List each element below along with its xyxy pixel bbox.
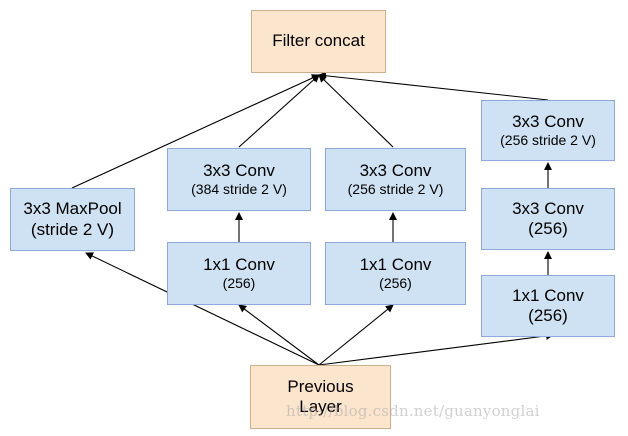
branch2-conv3x3-label: 3x3 Conv	[359, 160, 432, 180]
previous-layer-node: Previous Layer	[250, 365, 391, 429]
arrow-maxpool-to-concat	[71, 74, 320, 189]
branch1-conv3x3-label: 3x3 Conv	[203, 160, 275, 180]
arrow-b3-to-concat	[318, 71, 549, 101]
branch2-conv3x3-node: 3x3 Conv (256 stride 2 V)	[325, 148, 466, 211]
filter-concat-label: Filter concat	[272, 31, 365, 51]
arrow-prev-to-maxpool	[85, 252, 320, 366]
branch1-conv3x3-sublabel: (384 stride 2 V)	[191, 181, 287, 198]
branch2-conv1x1-label: 1x1 Conv	[359, 254, 432, 274]
branch3-conv3x3-mid-node: 3x3 Conv (256)	[481, 188, 615, 250]
branch2-conv1x1-sublabel: (256)	[379, 275, 412, 292]
previous-layer-label: Previous	[287, 376, 354, 396]
branch1-conv1x1-label: 1x1 Conv	[203, 254, 275, 274]
maxpool-label: 3x3 MaxPool	[23, 199, 122, 219]
arrow-prev-to-b3-conv1	[318, 331, 554, 366]
branch2-conv3x3-sublabel: (256 stride 2 V)	[347, 181, 444, 198]
arrow-prev-to-b2-conv1	[318, 304, 394, 366]
previous-layer-sublabel: Layer	[299, 397, 342, 416]
branch3-conv3x3-mid-label: 3x3 Conv	[512, 198, 584, 218]
arrow-b2-to-concat	[318, 74, 394, 148]
branch3-conv1x1-node: 1x1 Conv (256)	[481, 275, 615, 337]
branch1-conv3x3-node: 3x3 Conv (384 stride 2 V)	[167, 148, 311, 211]
branch3-conv3x3-top-label: 3x3 Conv	[512, 111, 584, 131]
maxpool-sublabel: (stride 2 V)	[30, 219, 115, 239]
branch2-conv1x1-node: 1x1 Conv (256)	[325, 242, 466, 305]
maxpool-node: 3x3 MaxPool (stride 2 V)	[10, 188, 135, 251]
branch3-conv3x3-mid-sublabel: (256)	[528, 219, 568, 238]
branch3-conv1x1-label: 1x1 Conv	[512, 285, 584, 305]
watermark-text: http://blog.csdn.net/guanyonglai	[286, 402, 540, 420]
branch1-conv1x1-sublabel: (256)	[222, 275, 256, 292]
branch3-conv3x3-top-sublabel: (256 stride 2 V)	[500, 132, 596, 149]
arrow-b1-to-concat	[238, 74, 320, 148]
branch3-conv1x1-sublabel: (256)	[528, 306, 568, 325]
branch1-conv1x1-node: 1x1 Conv (256)	[167, 242, 311, 305]
branch3-conv3x3-top-node: 3x3 Conv (256 stride 2 V)	[481, 100, 615, 161]
arrow-prev-to-b1-conv1	[238, 304, 320, 366]
filter-concat-node: Filter concat	[251, 10, 386, 73]
